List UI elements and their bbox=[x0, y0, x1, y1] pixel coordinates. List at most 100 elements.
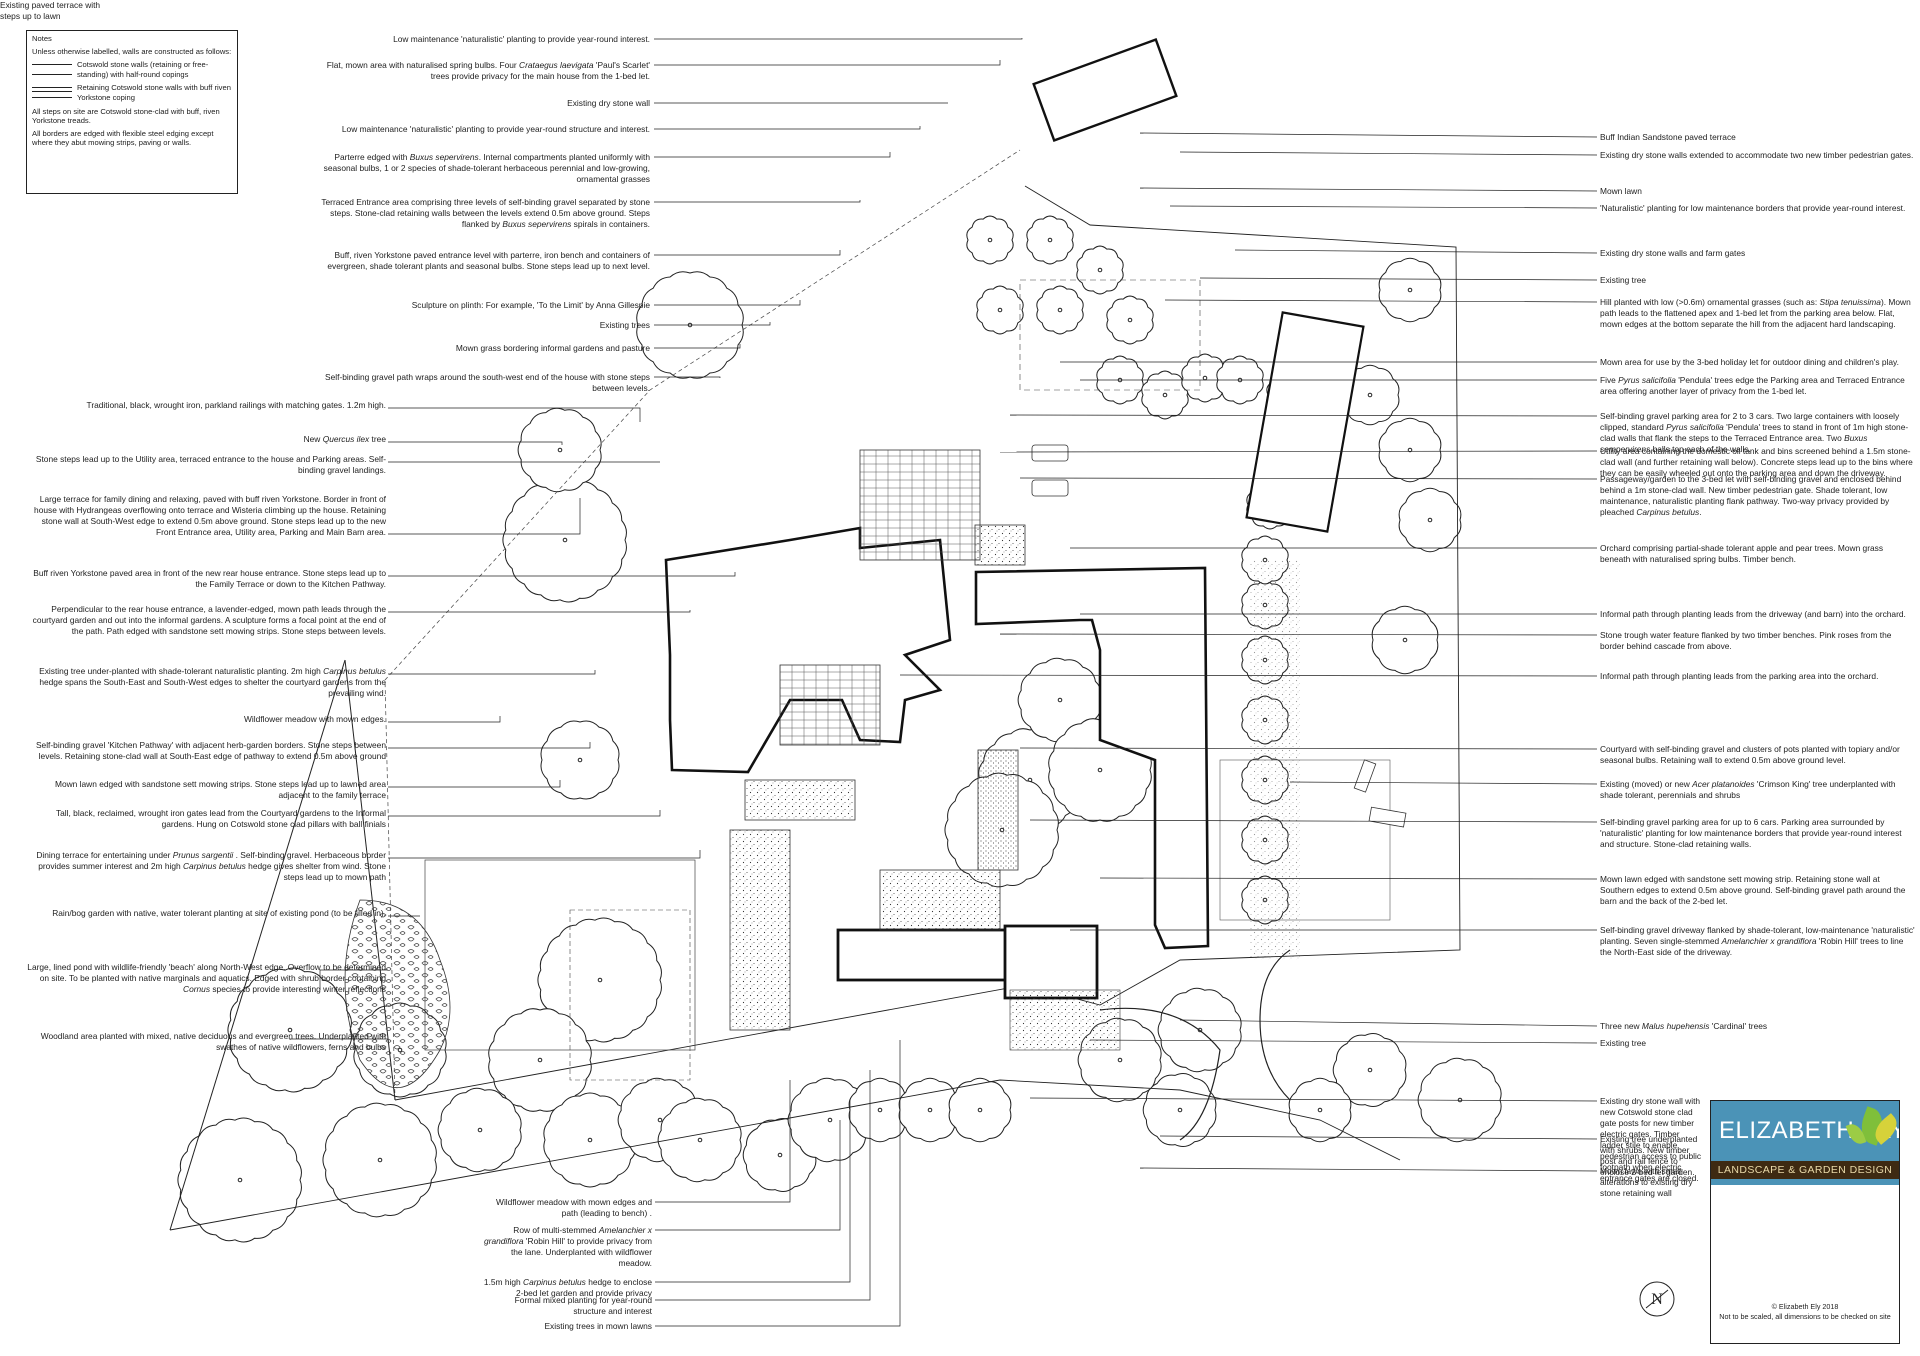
tree-trunk-icon bbox=[597, 977, 603, 983]
annotation-label: Buff Indian Sandstone paved terrace bbox=[1600, 132, 1736, 142]
utility-area bbox=[974, 524, 1026, 566]
tree-canopy-icon bbox=[1106, 295, 1154, 345]
annotation-label: Sculpture on plinth: For example, 'To th… bbox=[411, 300, 650, 310]
annotation-label: Mown lawn edged with sandstone sett mowi… bbox=[1600, 874, 1906, 906]
annotation-label: Tall, black, reclaimed, wrought iron gat… bbox=[55, 808, 386, 829]
north-arrow-icon: N bbox=[1639, 1281, 1675, 1317]
tree-canopy-icon bbox=[537, 917, 662, 1043]
tree-trunk-icon bbox=[1057, 307, 1063, 313]
tree-canopy-icon bbox=[1142, 1072, 1217, 1148]
leader-line bbox=[999, 450, 1598, 453]
tree-canopy-icon bbox=[437, 1087, 522, 1173]
annotation-label: Terraced Entrance area comprising three … bbox=[321, 197, 650, 229]
annotation-label: Courtyard with self-binding gravel and c… bbox=[1600, 744, 1900, 765]
tree-canopy-icon bbox=[1036, 285, 1084, 335]
tree-canopy-icon bbox=[502, 477, 627, 603]
leader-line bbox=[1199, 277, 1598, 281]
tree-trunk-icon bbox=[777, 1152, 783, 1158]
leader-line bbox=[1019, 477, 1598, 480]
tree-canopy-icon bbox=[657, 1097, 742, 1183]
leader-line bbox=[654, 300, 801, 306]
tree-trunk-icon bbox=[1097, 267, 1103, 273]
annotation-label: Hill planted with low (>0.6m) ornamental… bbox=[1600, 297, 1911, 329]
annotation-label: Dining terrace for entertaining under Pr… bbox=[36, 850, 386, 882]
legend-yorkstone-label: Retaining Cotswold stone walls with buff… bbox=[77, 83, 231, 102]
designer-logo: ELIZABETH ELY LANDSCAPE & GARDEN DESIGN bbox=[1710, 1100, 1900, 1344]
tree-trunk-icon bbox=[1047, 237, 1053, 243]
leader-line bbox=[388, 610, 691, 613]
tree-trunk-icon bbox=[1407, 287, 1413, 293]
tree-trunk-icon bbox=[977, 1107, 983, 1113]
tree-trunk-icon bbox=[562, 537, 568, 543]
annotation-label: New Quercus ilex tree bbox=[303, 434, 386, 444]
leader-line bbox=[319, 969, 388, 990]
tree-trunk-icon bbox=[1057, 697, 1063, 703]
leader-line bbox=[654, 38, 1023, 40]
car-icon bbox=[1031, 444, 1069, 462]
annotation-label: Existing dry stone walls extended to acc… bbox=[1600, 150, 1914, 160]
entrance-terrace bbox=[859, 449, 981, 561]
rain-garden bbox=[424, 859, 696, 1051]
leader-line bbox=[388, 407, 641, 422]
utility-planting bbox=[977, 749, 1019, 871]
annotation-label: Low maintenance 'naturalistic' planting … bbox=[393, 34, 650, 44]
annotation-label: Formal mixed planting for year-round str… bbox=[514, 1295, 652, 1316]
annotation-label: Perpendicular to the rear house entrance… bbox=[32, 604, 386, 636]
leader-line bbox=[999, 633, 1598, 636]
two-bed-let-outline bbox=[836, 928, 1010, 982]
notes-legend: Notes Unless otherwise labelled, walls a… bbox=[26, 30, 238, 194]
dry-stone-wall bbox=[1099, 1007, 1221, 1141]
annotation-label: Mown lawn bbox=[1600, 186, 1642, 196]
annotation-label: Wildflower meadow with mown edges. bbox=[244, 714, 386, 724]
annotation-label: Mown grass bordering informal gardens an… bbox=[455, 343, 650, 353]
disclaimer-text: Not to be scaled, all dimensions to be c… bbox=[1719, 1311, 1891, 1321]
leader-line bbox=[899, 674, 1598, 677]
leader-line bbox=[388, 810, 661, 817]
tree-trunk-icon bbox=[1162, 392, 1168, 398]
lane-edge bbox=[169, 1079, 1401, 1231]
tree-trunk-icon bbox=[1177, 1107, 1183, 1113]
leader-line bbox=[654, 60, 1001, 66]
notes-heading: Notes bbox=[32, 34, 52, 43]
leader-line bbox=[1029, 819, 1598, 823]
leader-line bbox=[388, 498, 581, 535]
tree-trunk-icon bbox=[577, 757, 583, 763]
parkland-railing bbox=[384, 149, 1021, 1101]
annotation-label: Mown area for use by the 3-bed holiday l… bbox=[1600, 357, 1899, 367]
leader-line bbox=[1029, 1097, 1598, 1102]
leader-line bbox=[654, 344, 741, 349]
leader-line bbox=[655, 1040, 901, 1327]
dining-terrace-gravel bbox=[729, 829, 791, 1031]
lawn-outline bbox=[569, 909, 691, 1081]
annotation-label: Parterre edged with Buxus sepervirens. I… bbox=[323, 152, 650, 184]
car-icon bbox=[1353, 759, 1377, 793]
annotation-label: Buff riven Yorkstone paved area in front… bbox=[33, 568, 386, 589]
tree-canopy-icon bbox=[1378, 417, 1442, 483]
tree-canopy-icon bbox=[322, 1102, 437, 1218]
annotation-label: Five Pyrus salicifolia 'Pendula' trees e… bbox=[1600, 375, 1905, 396]
annotation-label: Existing trees bbox=[599, 320, 650, 330]
annotation-label: 'Naturalistic' planting for low maintena… bbox=[1600, 203, 1906, 213]
leader-line bbox=[388, 441, 563, 445]
annotation-label: Large, lined pond with wildlife-friendly… bbox=[27, 962, 386, 994]
tree-canopy-icon bbox=[1371, 605, 1439, 675]
annotation-label: Self-binding gravel 'Kitchen Pathway' wi… bbox=[35, 740, 386, 761]
leader-line bbox=[654, 322, 771, 326]
leader-line bbox=[1169, 205, 1598, 209]
leader-line bbox=[388, 780, 561, 788]
tree-trunk-icon bbox=[1407, 447, 1413, 453]
tree-trunk-icon bbox=[587, 1137, 593, 1143]
annotation-label: Self-binding gravel parking area for 2 t… bbox=[1600, 411, 1909, 454]
annotation-label: Low maintenance 'naturalistic' planting … bbox=[341, 124, 650, 134]
leader-line bbox=[388, 716, 501, 723]
leader-line bbox=[1164, 299, 1598, 303]
pond-beach bbox=[344, 899, 451, 1088]
leader-line bbox=[655, 1070, 871, 1301]
annotation-label: Woodland area planted with mixed, native… bbox=[40, 1031, 386, 1052]
tree-canopy-icon bbox=[1181, 353, 1229, 403]
annotation-label: Existing tree bbox=[1600, 275, 1647, 285]
tree-canopy-icon bbox=[177, 1117, 302, 1243]
car-icon bbox=[1368, 806, 1407, 828]
annotation-label: Existing dry stone wall with new Cotswol… bbox=[1600, 1096, 1702, 1183]
